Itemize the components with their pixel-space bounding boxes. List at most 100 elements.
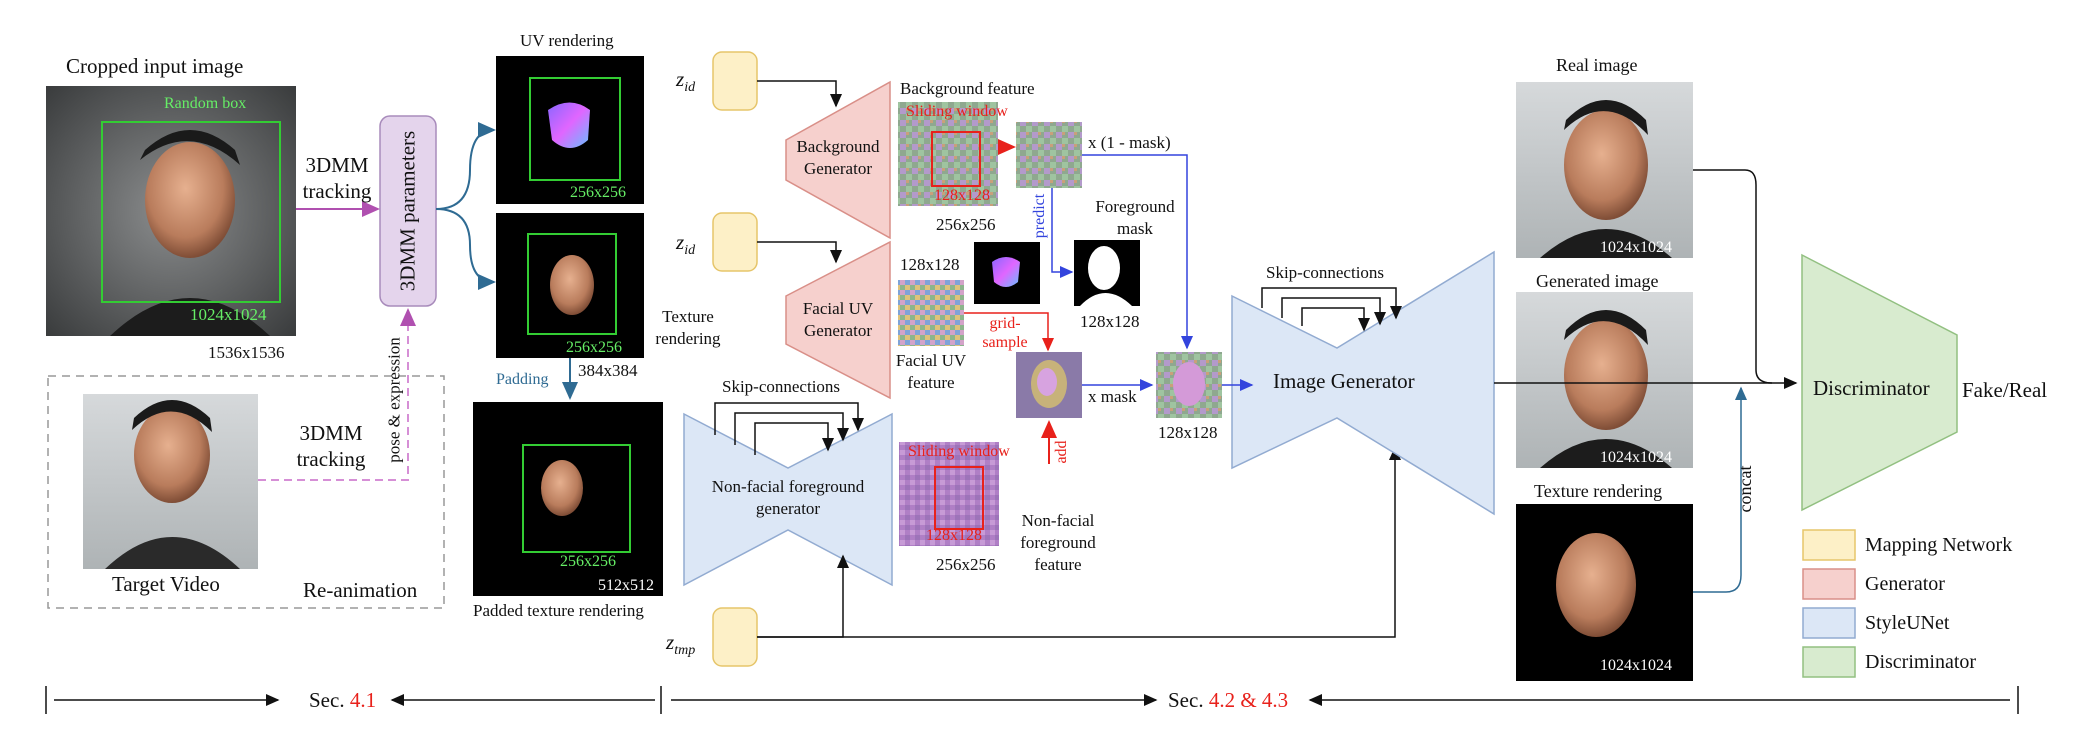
discriminator-label: Discriminator <box>1813 376 1930 400</box>
padded-texture-image <box>473 402 663 596</box>
predict-label: predict <box>1031 193 1048 239</box>
uv-rendering-title: UV rendering <box>520 31 614 50</box>
nonfacial-foreground-generator <box>683 412 893 587</box>
fake-real-label: Fake/Real <box>1962 378 2048 402</box>
pose-expression-label: pose & expression <box>384 337 404 463</box>
generated-image <box>1516 292 1693 468</box>
composite-size: 128x128 <box>1158 423 1218 442</box>
texture-size-256: 256x256 <box>566 339 622 356</box>
concat-label: concat <box>1735 465 1755 513</box>
section-lines <box>45 686 2019 714</box>
target-video-label: Target Video <box>112 572 220 596</box>
real-image <box>1516 82 1693 258</box>
bg-crop-image <box>1016 122 1082 188</box>
3dmm-parameters-label: 3DMM parameters <box>395 130 420 292</box>
background-generator <box>785 80 891 240</box>
texture-size-384: 384x384 <box>578 361 638 380</box>
texture-rendering-title: Texture rendering <box>1534 481 1663 501</box>
nonfacial-skip-connections <box>714 402 864 455</box>
real-image-title: Real image <box>1556 55 1638 75</box>
section-42-label: Sec. 4.2 & 4.3 <box>1168 688 1289 712</box>
padded-texture-title: Padded texture rendering <box>473 601 644 620</box>
real-to-disc-arrow <box>1693 169 1773 384</box>
predict-arrow <box>1051 188 1074 278</box>
x-mask-label: x mask <box>1088 387 1137 406</box>
cropped-input-title: Cropped input image <box>66 54 244 78</box>
add-label: add <box>1053 440 1070 464</box>
real-image-size: 1024x1024 <box>1600 239 1672 256</box>
legend-label: Generator <box>1865 573 1945 595</box>
params-to-uv-arrow <box>435 122 496 210</box>
foreground-mask-image <box>1074 240 1140 306</box>
section-41-label: Sec. 4.1 <box>309 688 377 712</box>
legend-swatch <box>1802 529 1856 561</box>
texture-rendering-image <box>496 213 644 358</box>
nf-feature-size: 256x256 <box>936 555 996 574</box>
image-gen-skip-label: Skip-connections <box>1266 263 1385 282</box>
uv-small-image <box>974 242 1040 304</box>
grid-sample-arrow <box>964 312 1054 352</box>
texture-rendering-large-image <box>1516 504 1693 681</box>
nonfacial-skip-label: Skip-connections <box>722 377 841 396</box>
background-feature-image <box>898 102 998 206</box>
z-tmp-box <box>712 607 758 667</box>
zid-to-bg-arrow <box>757 80 842 108</box>
facial-uv-generator <box>785 240 891 400</box>
texture-rendering-size: 1024x1024 <box>1600 657 1672 674</box>
nonfacial-feature-image <box>899 442 999 546</box>
ztmp-to-image-gen-arrow <box>757 446 1401 638</box>
one-minus-mask-arrow <box>1082 154 1193 350</box>
bg-feature-size: 256x256 <box>936 215 996 234</box>
cropped-input-image <box>46 86 296 336</box>
z-id-top-box <box>712 51 758 111</box>
grid-sample-label: grid-sample <box>982 315 1028 351</box>
generated-image-title: Generated image <box>1536 271 1659 291</box>
params-to-texture-arrow <box>435 208 496 290</box>
legend-swatches <box>1802 529 1856 678</box>
background-feature-title: Background feature <box>900 79 1035 98</box>
padded-size-256: 256x256 <box>560 553 616 570</box>
legend-label: Mapping Network <box>1865 534 2013 556</box>
random-box-label: Random box <box>164 95 247 112</box>
bg-window-size: 128x128 <box>934 187 990 204</box>
z-tmp-label: ztmp <box>666 630 696 659</box>
composite-image <box>1156 352 1222 418</box>
ztmp-to-nonfacial-arrow <box>757 554 849 638</box>
legend-swatch <box>1802 646 1856 678</box>
facial-uv-feature-image <box>898 280 964 346</box>
input-inner-size: 1024x1024 <box>190 305 267 324</box>
generated-image-size: 1024x1024 <box>1600 449 1672 466</box>
one-minus-mask-label: x (1 - mask) <box>1088 133 1171 152</box>
legend-label: Discriminator <box>1865 651 1977 673</box>
z-id-bottom-label: zid <box>676 230 696 259</box>
image-generator-skip-connections <box>1261 287 1402 332</box>
legend-label: StyleUNet <box>1865 612 1950 634</box>
foreground-mask-size: 128x128 <box>1080 312 1140 331</box>
padded-size-512: 512x512 <box>598 577 654 594</box>
input-outer-size: 1536x1536 <box>208 343 285 362</box>
legend-swatch <box>1802 607 1856 639</box>
nf-window-size: 128x128 <box>926 527 982 544</box>
pose-expression-arrow <box>258 308 416 481</box>
legend-swatch <box>1802 568 1856 600</box>
uv-rendering-image <box>496 56 644 204</box>
z-id-top-label: zid <box>676 67 696 96</box>
texture-concat-arrow <box>1693 386 1747 593</box>
uv-rendering-size: 256x256 <box>570 184 626 201</box>
uv-small-size: 128x128 <box>900 255 960 274</box>
padding-label: Padding <box>496 371 549 388</box>
discriminator <box>1801 253 1958 512</box>
reanimation-dashed-box <box>47 375 445 609</box>
bg-sliding-window-label: Sliding window <box>906 103 1008 120</box>
3dmm-parameters-box <box>379 115 437 307</box>
zid-to-uv-arrow <box>757 241 842 264</box>
